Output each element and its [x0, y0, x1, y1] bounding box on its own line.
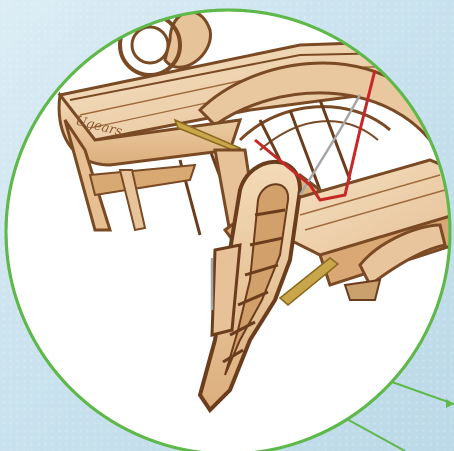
leader-arrow-head: [446, 399, 454, 408]
leader-line-lower: [345, 418, 405, 451]
leader-line-upper: [392, 382, 454, 404]
